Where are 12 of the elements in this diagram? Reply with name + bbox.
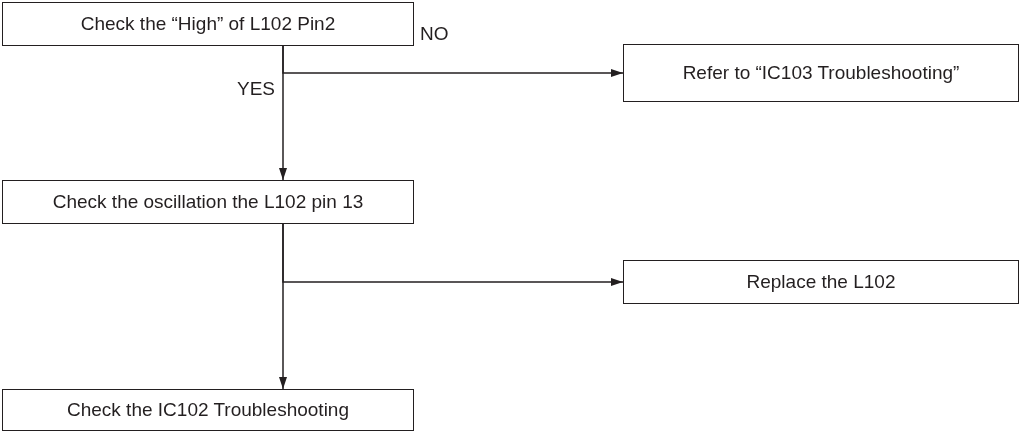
process-box: [623, 44, 1019, 102]
box-text: Check the oscillation the L102 pin 13: [52, 190, 364, 214]
arrow: [279, 45, 287, 181]
process-box: [623, 260, 1019, 304]
box-text: Check the “High” of L102 Pin2: [80, 12, 336, 36]
box-text: Replace the L102: [746, 270, 896, 294]
box-text: Refer to “IC103 Troubleshooting”: [682, 61, 960, 85]
process-box: [2, 389, 414, 431]
process-box: [2, 2, 414, 46]
arrow: [279, 223, 287, 390]
box-text: Check the IC102 Troubleshooting: [67, 398, 349, 422]
process-box: [2, 180, 414, 224]
